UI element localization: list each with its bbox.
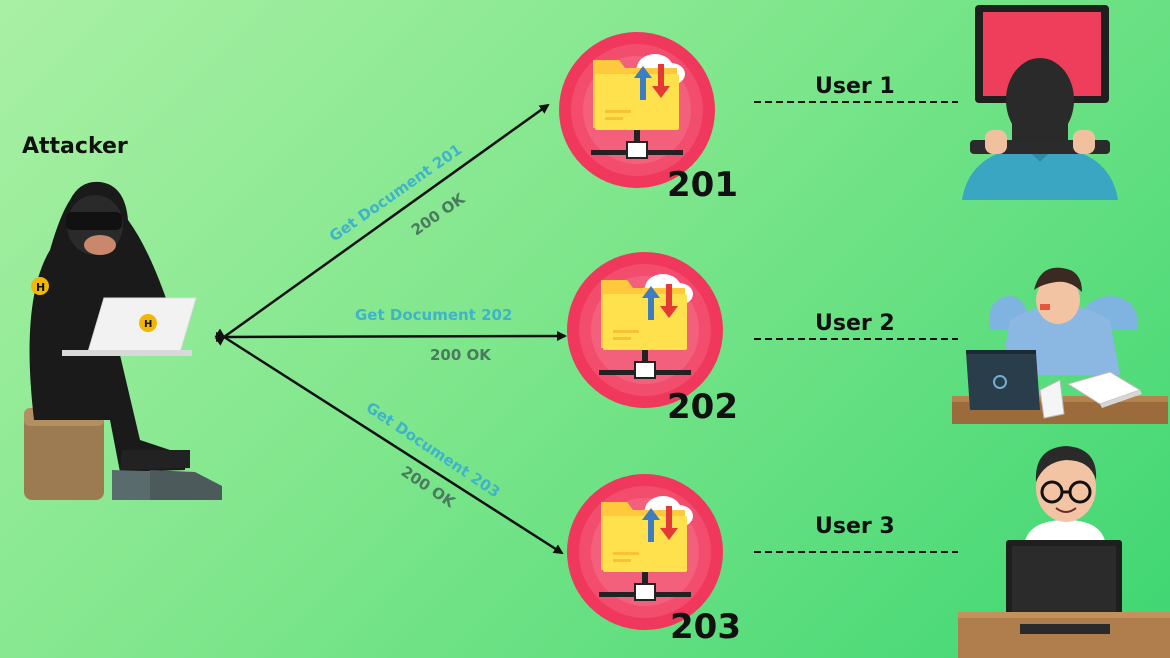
server-202-icon — [566, 251, 724, 409]
svg-text:H: H — [144, 319, 152, 330]
request-label-202: Get Document 202 — [355, 306, 512, 324]
response-label-202: 200 OK — [430, 346, 492, 364]
request-arrow-203 — [214, 328, 564, 555]
svg-text:H: H — [36, 281, 45, 294]
attacker-illustration: H H — [24, 181, 222, 500]
document-id-201: 201 — [667, 165, 738, 205]
user-label-3: User 3 — [815, 514, 895, 539]
response-label-201: 200 OK — [408, 189, 469, 239]
user-label-1: User 1 — [815, 74, 895, 99]
document-id-202: 202 — [667, 387, 738, 427]
user-label-2: User 2 — [815, 311, 895, 336]
user-1-illustration — [962, 5, 1118, 200]
attacker-label: Attacker — [22, 134, 128, 159]
request-arrow-201 — [214, 103, 550, 346]
request-arrow-202 — [215, 331, 567, 343]
document-id-203: 203 — [670, 607, 741, 647]
user-3-illustration — [958, 446, 1170, 658]
request-label-201: Get Document 201 — [326, 140, 465, 245]
user-2-illustration — [952, 267, 1168, 424]
